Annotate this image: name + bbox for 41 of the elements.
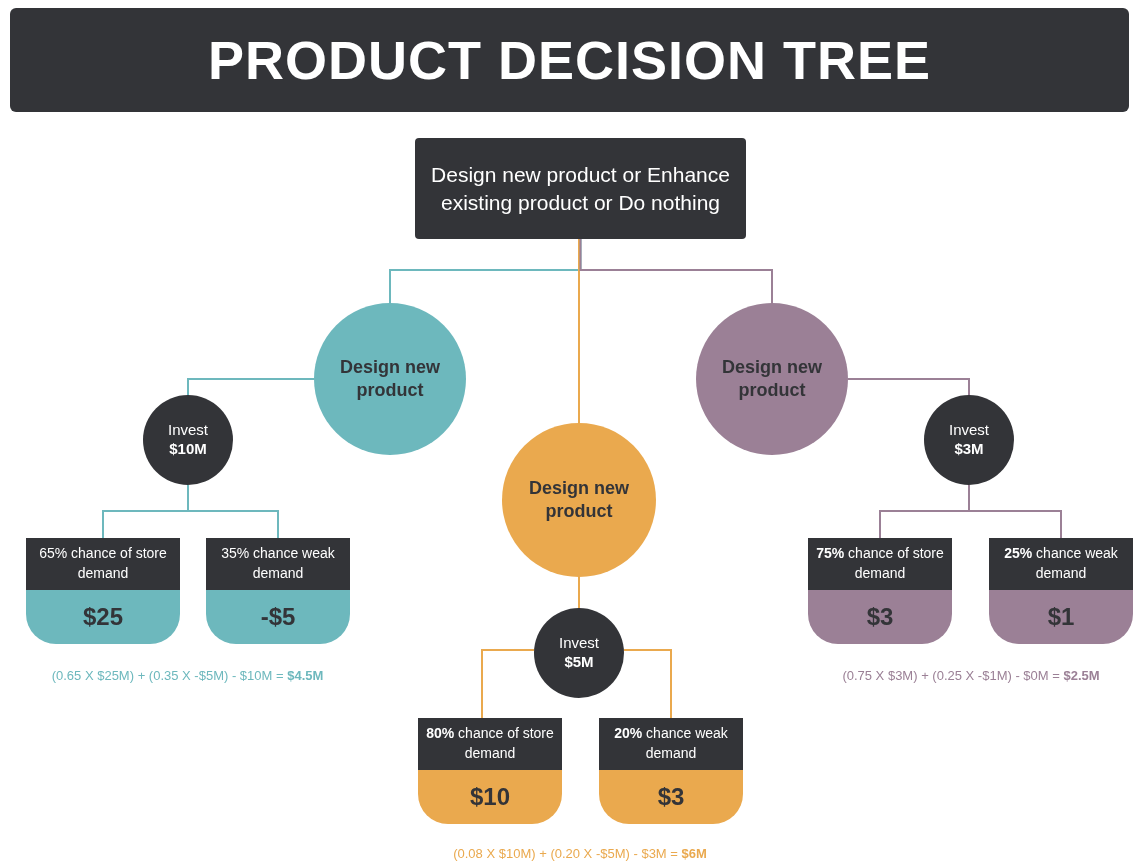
node-label: Design new product	[528, 476, 630, 523]
title-banner: PRODUCT DECISION TREE	[10, 8, 1129, 112]
node-label: Design new product	[339, 355, 441, 402]
investment-label: Invest	[559, 634, 599, 653]
outcome-card	[206, 538, 350, 644]
payoff-value: $1	[989, 590, 1133, 644]
expected-value-formula: (0.75 X $3M) + (0.25 X -$1M) - $0M = $2.5M	[841, 668, 1101, 683]
investment-amount: $3M	[954, 440, 984, 459]
node-label: Design new product	[721, 355, 823, 402]
node-label: Design new product or Enhance existing product or Do nothing	[430, 162, 731, 216]
outcome-card	[808, 538, 952, 644]
probability-label: 20% chance weak demand	[599, 718, 743, 770]
decision-box	[415, 138, 746, 239]
probability-label: 80% chance of store demand	[418, 718, 562, 770]
outcome-card	[989, 538, 1133, 644]
outcome-card	[418, 718, 562, 824]
connector-line	[968, 484, 1062, 539]
connector-line	[847, 378, 970, 396]
connector-line	[187, 378, 315, 396]
payoff-value: $3	[808, 590, 952, 644]
expected-value-formula: (0.08 X $10M) + (0.20 X -$5M) - $3M = $6M	[452, 846, 708, 861]
expected-value-formula: (0.65 X $25M) + (0.35 X -$5M) - $10M = $4.5M	[50, 668, 325, 683]
probability-label: 35% chance weak demand	[206, 538, 350, 590]
payoff-value: $25	[26, 590, 180, 644]
payoff-value: $3	[599, 770, 743, 824]
payoff-value: $10	[418, 770, 562, 824]
probability-label: 65% chance of store demand	[26, 538, 180, 590]
investment-amount: $10M	[169, 440, 207, 459]
outcome-card	[599, 718, 743, 824]
connector-line	[578, 238, 580, 424]
probability-label: 25% chance weak demand	[989, 538, 1133, 590]
investment-label: Invest	[168, 421, 208, 440]
investment-label: Invest	[949, 421, 989, 440]
investment-amount: $5M	[564, 653, 594, 672]
connector-line	[579, 238, 773, 304]
probability-label: 75% chance of store demand	[808, 538, 952, 590]
connector-line	[578, 576, 580, 609]
outcome-card	[26, 538, 180, 644]
connector-line	[481, 649, 536, 719]
connector-line	[622, 649, 672, 719]
payoff-value: -$5	[206, 590, 350, 644]
